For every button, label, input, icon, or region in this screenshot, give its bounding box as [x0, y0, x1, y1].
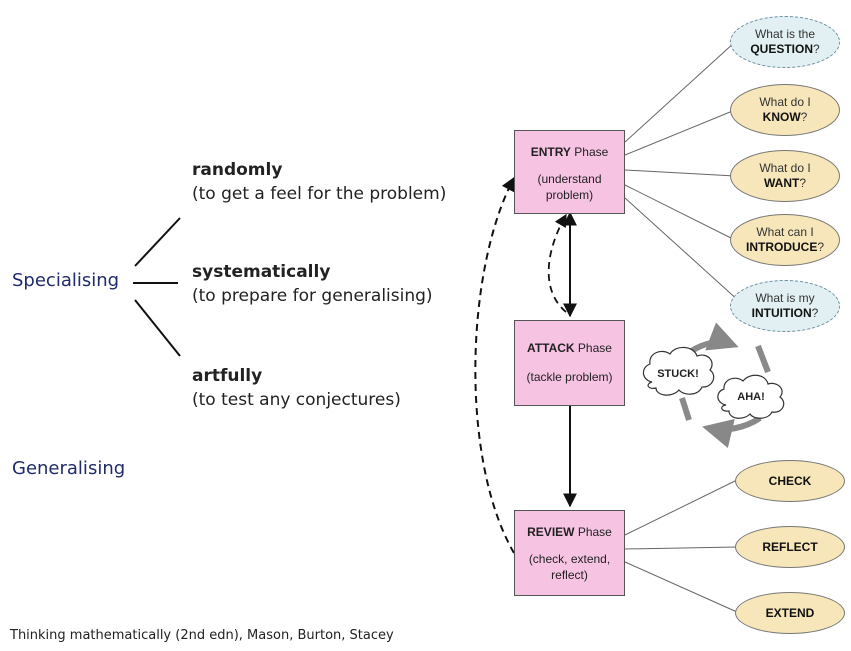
introduce-oval: What can I INTRODUCE?: [730, 214, 840, 266]
review-phase-box: REVIEW Phase (check, extend, reflect): [514, 510, 625, 596]
fan-line-intuition: [624, 197, 741, 303]
entry-phase-box: ENTRY Phase (understand problem): [514, 130, 625, 214]
attack-phase-box: ATTACK Phase (tackle problem): [514, 320, 625, 406]
branch-line-randomly: [134, 217, 181, 267]
cycle-bar-left: [679, 397, 692, 421]
citation: Thinking mathematically (2nd edn), Mason…: [10, 628, 394, 643]
stuck-aha-cycle: STUCK! AHA!: [642, 322, 785, 449]
option-subtitle: (to test any conjectures): [192, 390, 401, 410]
stuck-cloud: [642, 346, 715, 396]
review-phase-desc: (check, extend, reflect): [528, 552, 611, 582]
entry-phase-title: ENTRY Phase: [530, 145, 609, 159]
fan-line-reflect: [624, 546, 738, 550]
attack-phase-desc: (tackle problem): [526, 370, 613, 384]
specialising-label: Specialising: [12, 270, 120, 291]
reflect-oval: REFLECT: [735, 526, 845, 568]
review-phase-title: REVIEW Phase: [527, 525, 612, 539]
stuck-label: STUCK!: [657, 368, 699, 380]
option-title: randomly: [192, 160, 283, 180]
extend-oval: EXTEND: [735, 592, 845, 634]
aha-label: AHA!: [737, 391, 765, 403]
aha-cloud: [717, 374, 785, 419]
fan-line-want: [624, 169, 736, 177]
branch-line-artfully: [134, 299, 181, 357]
dashed-arrow-attack-to-entry: [547, 213, 567, 313]
attack-phase-title: ATTACK Phase: [527, 341, 612, 355]
option-subtitle: (to prepare for generalising): [192, 286, 433, 306]
option-artfully: artfully (to test any conjectures): [192, 366, 401, 410]
cycle-arrow-bottom: [702, 415, 762, 449]
fan-line-introduce: [624, 184, 736, 241]
know-oval: What do I KNOW?: [730, 84, 840, 136]
check-oval: CHECK: [735, 460, 845, 502]
fan-line-extend: [624, 561, 738, 613]
want-oval: What do I WANT?: [730, 150, 840, 202]
question-oval: What is the QUESTION?: [730, 16, 840, 68]
fan-line-question: [624, 41, 736, 143]
option-subtitle: (to get a feel for the problem): [192, 184, 447, 204]
option-title: artfully: [192, 366, 263, 386]
intuition-oval: What is my INTUITION?: [730, 280, 840, 332]
fan-line-know: [624, 109, 736, 156]
entry-phase-desc: (understand problem): [537, 172, 602, 202]
generalising-label: Generalising: [12, 458, 126, 479]
dashed-arrow-review-to-entry: [474, 176, 515, 554]
option-systematically: systematically (to prepare for generalis…: [192, 262, 433, 306]
fan-line-check: [624, 479, 738, 536]
cycle-arrow-top: [688, 322, 739, 355]
option-randomly: randomly (to get a feel for the problem): [192, 160, 446, 204]
option-title: systematically: [192, 262, 331, 282]
cycle-bar-right: [755, 344, 771, 374]
